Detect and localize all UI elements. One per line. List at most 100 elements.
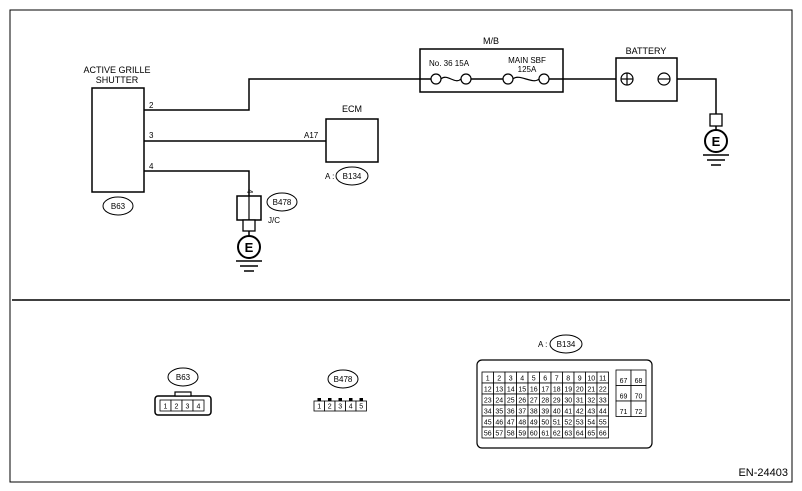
fuse-no36-terminal-a xyxy=(430,73,442,85)
b63-pin-2-label: 2 xyxy=(175,404,179,411)
ground-symbol-right: E xyxy=(712,134,721,149)
b134-pin-15-label: 15 xyxy=(518,387,526,394)
fuse-no36-terminal-b xyxy=(460,73,472,85)
b134-pin-24-label: 24 xyxy=(495,398,503,405)
b478-view-badge xyxy=(327,369,359,389)
b134-pin-27-label: 27 xyxy=(530,398,538,405)
b134-pin-11-label: 11 xyxy=(599,376,606,383)
b134-pin-69-label: 69 xyxy=(620,394,628,401)
b63-badge xyxy=(102,196,134,216)
b134-pin-44-label: 44 xyxy=(599,409,607,416)
ground-circle-right xyxy=(704,129,728,153)
b478-badge-label: B478 xyxy=(273,198,292,207)
active-grille-shutter-box xyxy=(91,87,145,193)
b134-pin-21-label: 21 xyxy=(587,387,595,394)
main-sbf-terminal-b xyxy=(538,73,550,85)
b134-pin-34-label: 34 xyxy=(484,409,492,416)
b134-pin-20-label: 20 xyxy=(576,387,584,394)
b134-pin-62-label: 62 xyxy=(553,431,561,438)
b478-pin-4-tab xyxy=(349,398,353,401)
b134-view-prefix: A : xyxy=(538,340,547,349)
b134-pin-1-label: 1 xyxy=(486,376,490,383)
b134-pin-31-label: 31 xyxy=(576,398,584,405)
b134-pin-48-label: 48 xyxy=(518,420,526,427)
wire-pin4-to-jc xyxy=(144,170,250,196)
b134-pin-35-label: 35 xyxy=(495,409,503,416)
b134-pin-40-label: 40 xyxy=(553,409,561,416)
b134-pin-25-label: 25 xyxy=(507,398,515,405)
b63-badge-label: B63 xyxy=(111,202,126,211)
b134-pin-18-label: 18 xyxy=(553,387,561,394)
b134-pin-53-label: 53 xyxy=(576,420,584,427)
ecm-connector-prefix: A : xyxy=(325,172,334,181)
b134-pin-39-label: 39 xyxy=(541,409,549,416)
b134-pin-16-label: 16 xyxy=(530,387,538,394)
b478-pin-3-tab xyxy=(338,398,342,401)
b134-pin-38-label: 38 xyxy=(530,409,538,416)
b134-pin-64-label: 64 xyxy=(576,431,584,438)
b134-pin-60-label: 60 xyxy=(530,431,538,438)
b478-pin-3-label: 3 xyxy=(338,404,342,411)
fuse-no36-element xyxy=(440,76,462,82)
shutter-pin-3: 3 xyxy=(149,131,154,140)
b134-pin-26-label: 26 xyxy=(518,398,526,405)
b134-pin-63-label: 63 xyxy=(564,431,572,438)
b134-pin-22-label: 22 xyxy=(599,387,607,394)
shutter-title-line2: SHUTTER xyxy=(96,75,139,85)
b134-pin-12-label: 12 xyxy=(484,387,492,394)
b134-pin-54-label: 54 xyxy=(587,420,595,427)
jc-label: J/C xyxy=(268,216,280,225)
b134-pin-19-label: 19 xyxy=(564,387,572,394)
b134-pin-10-label: 10 xyxy=(587,376,595,383)
b63-connector-latch xyxy=(174,391,192,397)
b478-pin-4-label: 4 xyxy=(349,404,353,411)
b134-pin-4-label: 4 xyxy=(520,376,524,383)
fuse-no36-label: No. 36 15A xyxy=(429,59,470,68)
b134-pin-45-label: 45 xyxy=(484,420,492,427)
diagram-frame xyxy=(9,9,793,483)
ground-circle-left xyxy=(237,235,261,259)
b134-pin-65-label: 65 xyxy=(587,431,595,438)
shutter-pin-2: 2 xyxy=(149,101,154,110)
b134-pin-2-label: 2 xyxy=(497,376,501,383)
doc-code: EN-24403 xyxy=(738,467,788,479)
b134-pin-8-label: 8 xyxy=(566,376,570,383)
ecm-box xyxy=(325,118,379,163)
b134-pin-61-label: 61 xyxy=(541,431,549,438)
ecm-pin-a17: A17 xyxy=(304,131,319,140)
b134-pin-33-label: 33 xyxy=(599,398,607,405)
b478-pin-5-label: 5 xyxy=(359,404,363,411)
b134-pin-43-label: 43 xyxy=(587,409,595,416)
b134-pin-71-label: 71 xyxy=(620,409,628,416)
b134-pin-7-label: 7 xyxy=(555,376,559,383)
wire-pin2-to-mb xyxy=(144,78,420,111)
b478-pin-1-label: 1 xyxy=(317,404,321,411)
b63-pin-3-label: 3 xyxy=(186,404,190,411)
b63-pin-4-label: 4 xyxy=(197,404,201,411)
b134-pin-30-label: 30 xyxy=(564,398,572,405)
main-sbf-label-line1: MAIN SBF xyxy=(508,56,546,65)
b134-pin-66-label: 66 xyxy=(599,431,607,438)
wire-battery-to-ground xyxy=(677,78,717,114)
b134-pin-68-label: 68 xyxy=(635,378,643,385)
b134-pin-14-label: 14 xyxy=(507,387,515,394)
b63-pin-1-label: 1 xyxy=(164,404,168,411)
b134-view-badge-label: B134 xyxy=(557,340,576,349)
b134-pin-59-label: 59 xyxy=(518,431,526,438)
b134-badge-ecm-label: B134 xyxy=(343,172,362,181)
b134-pin-52-label: 52 xyxy=(564,420,572,427)
main-sbf-element xyxy=(512,76,540,82)
b134-pin-3-label: 3 xyxy=(509,376,513,383)
main-sbf-terminal-a xyxy=(502,73,514,85)
b134-pin-50-label: 50 xyxy=(541,420,549,427)
main-sbf-label-line2: 125A xyxy=(518,65,537,74)
b134-pin-49-label: 49 xyxy=(530,420,538,427)
b478-view-badge-label: B478 xyxy=(334,375,353,384)
b134-pin-56-label: 56 xyxy=(484,431,492,438)
b63-view-badge-label: B63 xyxy=(176,373,191,382)
